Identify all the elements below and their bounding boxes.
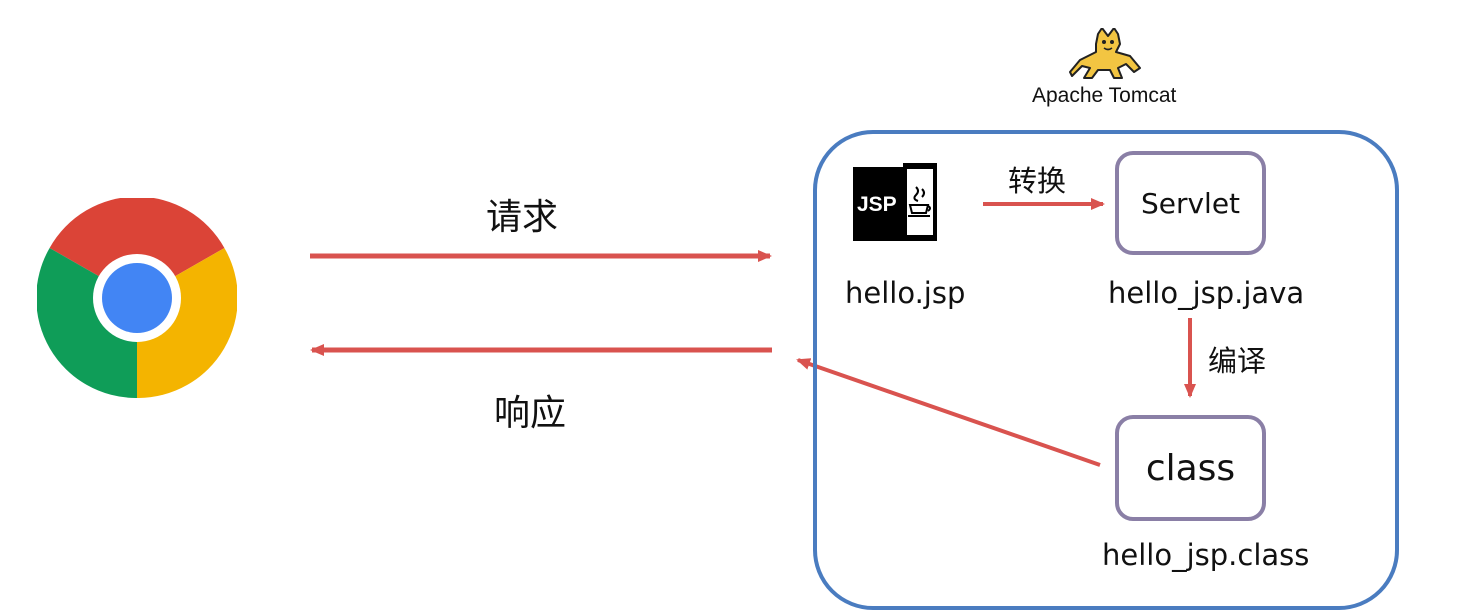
class-box: class xyxy=(1115,415,1266,521)
convert-label: 转换 xyxy=(1008,164,1067,198)
class-box-label: class xyxy=(1145,447,1236,489)
tomcat-cat-icon xyxy=(1069,28,1141,79)
servlet-file-name: hello_jsp.java xyxy=(1108,276,1305,310)
request-label: 请求 xyxy=(486,197,559,238)
chrome-browser-icon xyxy=(37,198,237,398)
servlet-box: Servlet xyxy=(1115,151,1266,255)
jsp-file-name: hello.jsp xyxy=(845,276,966,310)
jsp-icon-text: JSP xyxy=(857,193,897,216)
tomcat-logo-text: Apache Tomcat xyxy=(1032,84,1177,107)
class-to-response-arrow xyxy=(796,358,1101,467)
jsp-file-icon: JSP xyxy=(853,163,937,241)
arrow-layer xyxy=(310,198,1196,467)
compile-label: 编译 xyxy=(1208,344,1267,378)
class-file-name: hello_jsp.class xyxy=(1102,538,1310,572)
servlet-box-label: Servlet xyxy=(1140,186,1241,220)
java-cup-icon xyxy=(908,186,931,217)
response-label: 响应 xyxy=(494,393,567,434)
